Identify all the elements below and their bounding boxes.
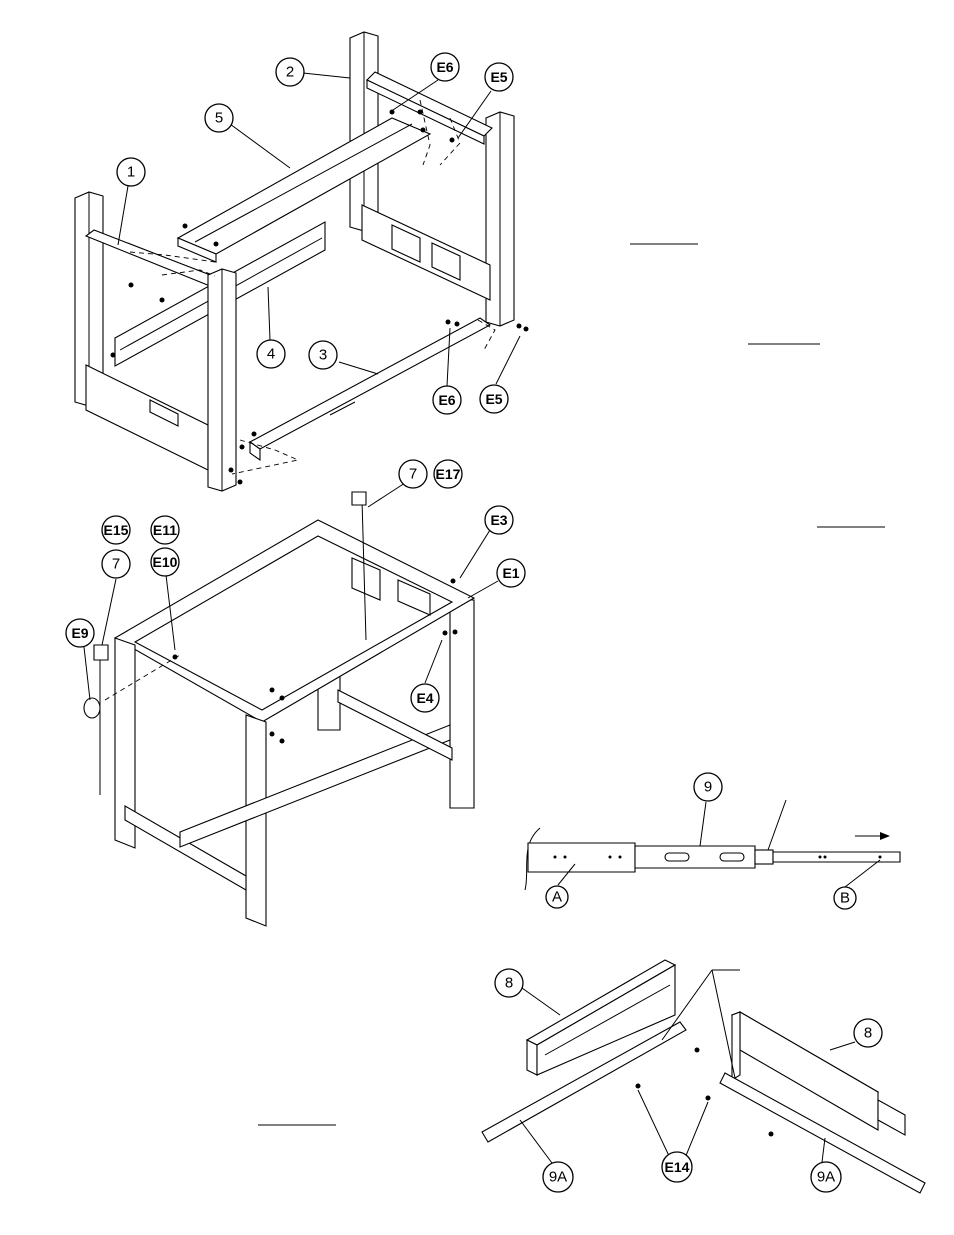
callout-e9-label: E9 xyxy=(71,625,88,641)
callout-part-9-label: 9 xyxy=(704,779,712,796)
back-brackets xyxy=(351,557,431,616)
callout-e4: E4 xyxy=(410,683,440,713)
callout-e5-bottom: E5 xyxy=(479,384,509,414)
callout-part-9a-left-label: 9A xyxy=(549,1169,567,1186)
vise-knob xyxy=(83,697,101,719)
slide-middle-member xyxy=(634,845,756,869)
callout-e11: E11 xyxy=(150,515,180,545)
callout-e6-bottom: E6 xyxy=(432,385,462,415)
callout-e17: E17 xyxy=(433,459,463,489)
callout-part-3-label: 3 xyxy=(319,347,327,364)
callout-part-1-label: 1 xyxy=(127,164,135,181)
callout-e14: E14 xyxy=(661,1151,693,1183)
callout-part-4-label: 4 xyxy=(267,346,275,363)
callout-e10-label: E10 xyxy=(153,554,178,570)
callout-part-2-label: 2 xyxy=(286,64,294,81)
callout-e15-label: E15 xyxy=(104,522,129,538)
figure-4-drawer-sides xyxy=(481,959,926,1194)
callout-e10: E10 xyxy=(150,547,180,577)
callout-e3: E3 xyxy=(484,505,514,535)
pull-direction-arrowhead xyxy=(880,832,890,840)
rail-part-5 xyxy=(176,117,432,263)
drawer-side-right xyxy=(730,1011,880,1131)
callout-e1-label: E1 xyxy=(502,565,519,581)
callout-part-1: 1 xyxy=(116,157,146,187)
figure-3-drawer-slide xyxy=(524,799,901,891)
lower-stretcher-back xyxy=(337,689,453,761)
slide-lever-leader xyxy=(767,799,787,851)
callout-part-8-right: 8 xyxy=(853,1018,883,1048)
figure-4-leaders xyxy=(519,969,856,1164)
callout-part-5: 5 xyxy=(204,103,234,133)
top-frame-inner xyxy=(133,535,454,711)
figure-2-assembled-frame xyxy=(83,491,476,927)
slide-rail-9a-left xyxy=(481,1021,687,1143)
callout-part-5-label: 5 xyxy=(215,110,223,127)
callout-part-8-left: 8 xyxy=(494,968,524,998)
vise-alignment-line xyxy=(104,654,181,701)
callout-part-7-left: 7 xyxy=(101,549,131,579)
figure-1-exploded-frame xyxy=(74,31,529,492)
callout-part-9: 9 xyxy=(693,772,723,802)
leg-front-left xyxy=(114,637,136,849)
figure-1-hardware xyxy=(110,99,529,485)
callout-part-4: 4 xyxy=(256,339,286,369)
callout-e1: E1 xyxy=(496,558,526,588)
figure-2-leaders xyxy=(83,480,499,701)
rail-part-2 xyxy=(366,71,493,145)
back-lower-rail xyxy=(361,204,491,301)
slide-outer-member xyxy=(527,842,636,873)
callout-e5-top: E5 xyxy=(484,62,514,92)
slide-release-lever xyxy=(754,849,774,865)
figure-2-hardware xyxy=(172,578,458,744)
threaded-rod-top xyxy=(361,499,367,641)
callout-a: A xyxy=(545,885,569,909)
callout-b: B xyxy=(833,886,857,910)
callout-b-label: B xyxy=(840,890,850,907)
callout-a-label: A xyxy=(552,889,562,906)
callout-part-7-top: 7 xyxy=(398,459,428,489)
callout-e5-bottom-label: E5 xyxy=(485,391,502,407)
slide-inner-member xyxy=(772,851,901,863)
slide-rail-end-right xyxy=(877,1099,906,1136)
rail-part-3 xyxy=(248,317,492,462)
slide-rail-9a-right xyxy=(719,1072,926,1194)
callout-part-7-left-label: 7 xyxy=(112,556,120,573)
callout-e14-label: E14 xyxy=(665,1159,690,1175)
slide-slot-2 xyxy=(719,852,745,862)
slide-slot-1 xyxy=(664,852,690,862)
callout-e6-bottom-label: E6 xyxy=(438,392,455,408)
slide-break-line xyxy=(524,827,541,891)
callout-part-9a-right-label: 9A xyxy=(817,1169,835,1186)
leg-front-right xyxy=(245,714,267,927)
rod-bracket-top xyxy=(351,491,367,506)
callout-part-8-right-label: 8 xyxy=(864,1025,872,1042)
callout-e4-label: E4 xyxy=(416,690,433,706)
callout-part-3: 3 xyxy=(308,340,338,370)
callout-e6-top: E6 xyxy=(430,52,460,82)
callout-part-9a-right: 9A xyxy=(810,1161,842,1193)
callout-e6-top-label: E6 xyxy=(436,59,453,75)
drawer-side-left xyxy=(525,959,677,1076)
slide-holes xyxy=(553,855,882,859)
callout-e9: E9 xyxy=(65,618,95,648)
lower-stretcher-side xyxy=(124,805,247,891)
figure-1-leaders xyxy=(117,72,521,387)
callout-part-2: 2 xyxy=(275,57,305,87)
callout-e11-label: E11 xyxy=(153,522,177,538)
callout-e3-label: E3 xyxy=(490,512,507,528)
callout-part-9a-left: 9A xyxy=(542,1161,574,1193)
vise-bracket xyxy=(93,644,109,661)
callout-e5-top-label: E5 xyxy=(490,69,507,85)
lower-stretcher-middle xyxy=(179,724,451,848)
front-base-rail xyxy=(85,364,209,471)
callout-e17-label: E17 xyxy=(436,466,461,482)
figure-4-screws xyxy=(635,1047,774,1137)
callout-part-8-left-label: 8 xyxy=(505,975,513,992)
callout-part-7-top-label: 7 xyxy=(409,466,417,483)
post-front-right xyxy=(207,268,237,492)
callout-e15: E15 xyxy=(101,515,131,545)
